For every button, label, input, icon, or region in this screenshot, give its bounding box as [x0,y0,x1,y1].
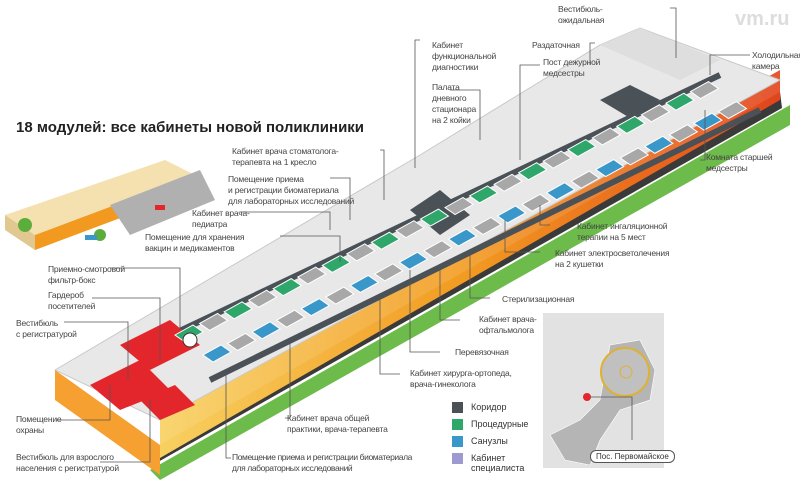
room [496,205,527,224]
room [247,289,278,308]
room [472,216,502,236]
leader-lines [56,7,750,463]
room [349,274,380,294]
facade-left [55,370,160,475]
vm-logo: vm.ru [735,8,790,30]
label-dressing: Перевязочная [455,347,509,357]
room [692,112,723,131]
room [226,332,257,351]
legend-item-specialist: Кабинет специалиста [452,453,528,477]
label-biomaterial-bottom: Помещение приема и регистрации биоматери… [232,452,412,473]
room [619,147,650,166]
room [345,243,376,262]
swatch-corridor [452,402,463,413]
vestibule-red [140,385,195,420]
label-head-nurse: Комната старшей медсестры [706,152,773,173]
room [668,124,699,143]
room [640,104,671,123]
corridor [208,107,762,383]
legend: Коридор Процедурные Санузлы Кабинет спец… [452,402,528,477]
label-cold-room: Холодильная камера [752,50,800,71]
label-electro: Кабинет электросветолечения на 2 кушетки [555,248,670,269]
label-inhalation: Кабинет ингаляционной терапии на 5 мест [577,221,668,242]
room [447,228,478,247]
label-adult-vestibule: Вестибюль для взрослого населения с реги… [16,452,119,473]
label-pediatrician: Кабинет врача- педиатра [192,208,250,229]
room [594,158,625,178]
room [591,127,622,146]
room [398,251,429,270]
legend-item-bathroom: Санузлы [452,436,528,453]
room [394,220,425,239]
label-wardrobe: Гардероб посетителей [48,290,96,311]
room [545,182,576,201]
room [373,263,404,282]
label-nurse-post: Пост дежурной медсестры [543,57,601,78]
room [493,173,524,192]
room [321,254,352,274]
label-day-ward: Палата дневного стационара на 2 койки [432,82,476,125]
room [419,208,450,227]
label-vestibule-waiting: Вестибюль- ожидальная [558,4,605,25]
room [300,298,331,317]
label-functional-diag: Кабинет функциональной диагностики [432,40,497,72]
map-location-label: Пос. Первомайское [590,450,675,463]
room [198,312,229,331]
room [517,162,548,181]
building-preview [5,160,215,250]
swatch-procedure [452,419,463,430]
label-sterilization: Стерилизационная [502,294,575,304]
room [468,185,499,204]
room [521,193,552,212]
moscow-map [543,313,664,468]
label-distribution: Раздаточная [532,40,580,50]
room [689,81,720,100]
label-filter-box: Приемно-смотровой фильтр-бокс [48,264,125,285]
room [223,301,254,320]
room [202,344,232,363]
room [272,278,303,297]
room [251,321,282,340]
legend-item-procedure: Процедурные [452,419,528,436]
room [296,266,327,285]
room [324,286,355,305]
wheelchair-icon [182,332,198,348]
label-biomaterial-top: Помещение приема и регистрации биоматери… [228,174,355,206]
label-surgeon: Кабинет хирурга-ортопеда, врача-гинеколо… [410,368,512,389]
room [717,101,748,120]
room [422,240,453,259]
label-security: Помещение охраны [16,414,62,435]
label-vestibule-reg: Вестибюль с регистратурой [16,318,77,339]
label-vaccine-storage: Помещение для хранения вакцин и медикаме… [145,232,245,253]
label-ophthalmologist: Кабинет врача- офтальмолога [479,314,537,335]
room [615,115,646,134]
room [275,309,306,328]
room [664,92,695,111]
legend-item-corridor: Коридор [452,402,528,419]
corridor-hall [600,85,660,118]
room [542,150,573,169]
room [643,135,674,154]
label-dentist: Кабинет врача стоматолога- терапевта на … [232,146,339,167]
page-title: 18 модулей: все кабинеты новой поликлини… [16,119,365,136]
swatch-specialist [452,453,463,464]
room [370,231,401,250]
upper-wing [600,28,720,80]
room [444,196,474,216]
swatch-bathroom [452,436,463,447]
room [570,170,601,189]
label-gp: Кабинет врача общей практики, врача-тера… [287,413,388,434]
room [566,138,597,158]
